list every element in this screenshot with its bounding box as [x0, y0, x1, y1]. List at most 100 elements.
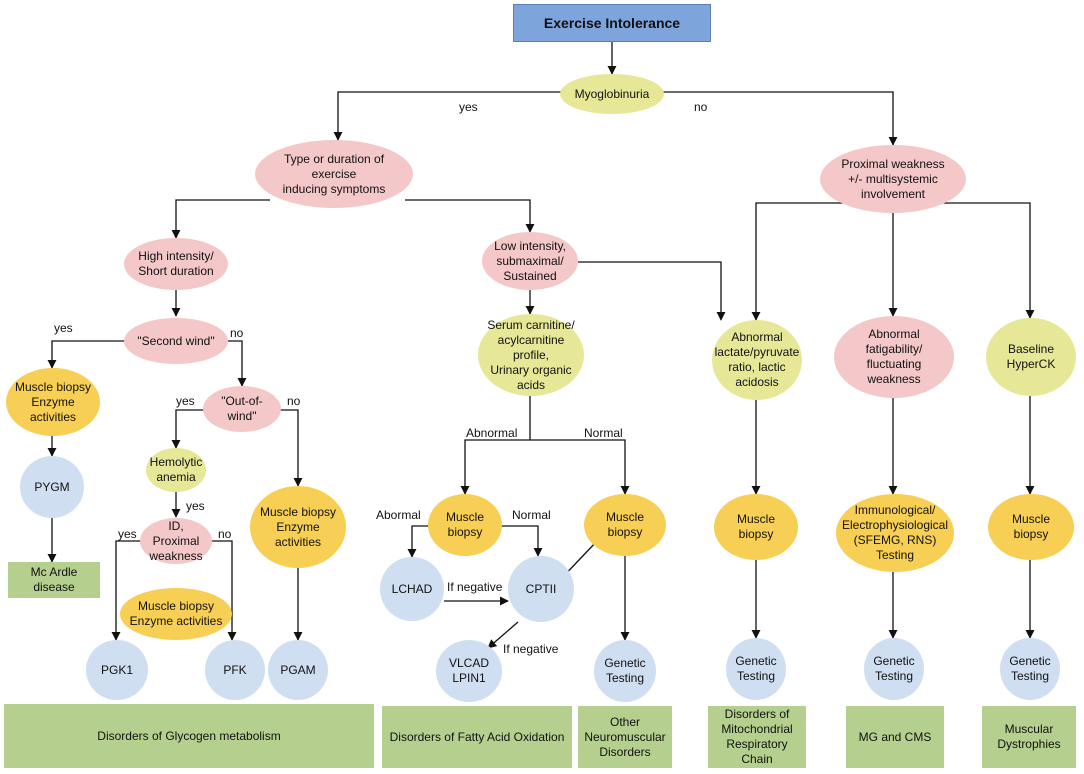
edge-label-sc-normal: Normal: [584, 426, 623, 440]
edge-label-mb-normal: Normal: [512, 508, 551, 522]
edge-serum-abn: [460, 439, 530, 495]
node-label: Proximal weakness +/- multisystemic invo…: [841, 156, 945, 201]
node-hemolytic-anemia: Hemolytic anemia: [146, 448, 206, 492]
node-id-proximal: ID, Proximal weakness: [140, 518, 212, 564]
node-label: Muscle biopsy Enzyme activities: [14, 379, 92, 424]
node-genetic-testing-4: Genetic Testing: [1000, 638, 1060, 700]
node-pfk: PFK: [205, 640, 265, 700]
node-label: Exercise Intolerance: [543, 14, 681, 31]
node-biopsy-dystrophy: Muscle biopsy: [988, 494, 1074, 560]
node-label: Genetic Testing: [735, 654, 777, 683]
node-label: VLCAD LPIN1: [448, 656, 489, 685]
node-second-wind: "Second wind": [124, 318, 228, 364]
edge-type-high: [171, 199, 270, 239]
edge-mbabn-cptii: [500, 525, 543, 557]
node-abnormal-lactate: Abnormal lactate/pyruvate ratio, lactic …: [712, 320, 802, 400]
category-mg-cms: MG and CMS: [846, 706, 944, 768]
node-label: Abnormal fatigability/ fluctuating weakn…: [865, 327, 923, 386]
edge-label-sw-yes: yes: [54, 321, 73, 335]
edge-ow-no: [280, 409, 303, 487]
node-label: Baseline HyperCK: [1006, 342, 1056, 371]
node-pygm: PYGM: [20, 456, 84, 518]
edge-cptii-vlcad: [487, 621, 519, 649]
edge-label-sc-abnormal: Abnormal: [466, 426, 518, 440]
node-out-of-wind: "Out-of-wind": [203, 386, 281, 432]
edge-label-mb-abormal: Abormal: [376, 508, 421, 522]
category-label: Disorders of Fatty Acid Oxidation: [389, 729, 565, 744]
node-label: Low intensity, submaximal/ Sustained: [494, 238, 566, 283]
edge-id-pgk1: [111, 540, 142, 641]
category-label: Muscular Dystrophies: [997, 722, 1061, 751]
node-label: Muscle biopsy Enzyme activities: [259, 504, 337, 549]
node-label: Genetic Testing: [1009, 654, 1051, 683]
node-label: PGAM: [280, 662, 316, 677]
node-myoglobinuria: Myoglobinuria: [560, 74, 664, 114]
category-mcardle: Mc Ardle disease: [8, 562, 100, 598]
node-label: "Second wind": [137, 333, 215, 348]
node-label: Immunological/ Electrophysiological (SFE…: [841, 503, 949, 562]
edge-label-myo-no: no: [694, 100, 708, 114]
edge-prox-hyperck: [940, 202, 1035, 319]
edge-label-sw-no: no: [230, 326, 244, 340]
edge-type-low: [405, 199, 535, 233]
edge-label-if-negative-2: If negative: [503, 642, 559, 656]
node-proximal-weakness: Proximal weakness +/- multisystemic invo…: [820, 145, 966, 213]
node-immunological-testing: Immunological/ Electrophysiological (SFE…: [836, 494, 954, 572]
category-other-neuromuscular: Other Neuromuscular Disorders: [578, 706, 672, 768]
node-biopsy-normal: Muscle biopsy: [584, 494, 666, 556]
node-label: Muscle biopsy Enzyme activities: [129, 599, 223, 628]
edge-myo-no: [662, 91, 898, 146]
node-label: Mc Ardle disease: [30, 565, 78, 594]
edge-label-id-yes: yes: [118, 527, 137, 541]
node-label: Muscle biopsy: [1011, 512, 1050, 541]
node-label: Hemolytic anemia: [149, 455, 203, 484]
node-label: Genetic Testing: [873, 654, 915, 683]
node-label: PFK: [223, 662, 247, 677]
node-type-duration: Type or duration of exercise inducing sy…: [255, 140, 413, 208]
node-label: LCHAD: [391, 581, 433, 596]
category-label: Disorders of Mitochondrial Respiratory C…: [721, 707, 793, 766]
edge-label-if-negative-1: If negative: [447, 580, 503, 594]
node-label: Myoglobinuria: [574, 86, 650, 101]
edge-myo-yes: [333, 91, 562, 141]
node-label: Muscle biopsy: [736, 512, 775, 541]
node-baseline-hyperck: Baseline HyperCK: [986, 318, 1076, 396]
node-label: Muscle biopsy: [445, 510, 484, 539]
category-label: MG and CMS: [858, 729, 932, 744]
edge-serum-norm: [530, 439, 630, 495]
node-cptii: CPTII: [508, 556, 574, 622]
edge-label-ha-yes: yes: [186, 499, 205, 513]
edge-ow-yes: [171, 409, 204, 449]
node-abnormal-fatigability: Abnormal fatigability/ fluctuating weakn…: [834, 316, 954, 398]
edge-mbabn-lchad: [407, 525, 430, 558]
node-genetic-testing-3: Genetic Testing: [864, 638, 924, 700]
node-biopsy-abnormal: Muscle biopsy: [428, 494, 502, 556]
edge-label-ow-yes: yes: [176, 394, 195, 408]
node-low-intensity: Low intensity, submaximal/ Sustained: [482, 232, 578, 290]
node-vlcad-lpin1: VLCAD LPIN1: [436, 640, 502, 702]
node-exercise-intolerance: Exercise Intolerance: [513, 4, 711, 42]
edge-id-pfk: [210, 540, 237, 641]
category-label: Disorders of Glycogen metabolism: [97, 728, 281, 743]
node-serum-carnitine: Serum carnitine/ acylcarnitine profile, …: [478, 314, 584, 396]
node-genetic-testing-2: Genetic Testing: [726, 638, 786, 700]
node-label: Genetic Testing: [604, 656, 646, 685]
edge-prox-lactate: [751, 202, 847, 321]
category-muscular-dystrophies: Muscular Dystrophies: [982, 706, 1076, 768]
category-fatty-acid-oxidation: Disorders of Fatty Acid Oxidation: [382, 706, 572, 768]
node-label: PYGM: [34, 479, 70, 494]
node-genetic-testing-1: Genetic Testing: [594, 640, 656, 702]
category-mitochondrial: Disorders of Mitochondrial Respiratory C…: [708, 706, 806, 768]
edge-label-id-no: no: [218, 527, 232, 541]
category-glycogen-metabolism: Disorders of Glycogen metabolism: [4, 704, 374, 768]
edge-label-ow-no: no: [287, 394, 301, 408]
edge-low-lactate: [578, 261, 726, 321]
edge-sw-no: [226, 340, 247, 387]
node-label: High intensity/ Short duration: [138, 249, 214, 278]
node-lchad: LCHAD: [380, 557, 444, 621]
node-label: Type or duration of exercise inducing sy…: [282, 151, 386, 196]
node-biopsy-enzyme-1: Muscle biopsy Enzyme activities: [6, 368, 100, 436]
node-biopsy-enzyme-2: Muscle biopsy Enzyme activities: [120, 588, 232, 640]
